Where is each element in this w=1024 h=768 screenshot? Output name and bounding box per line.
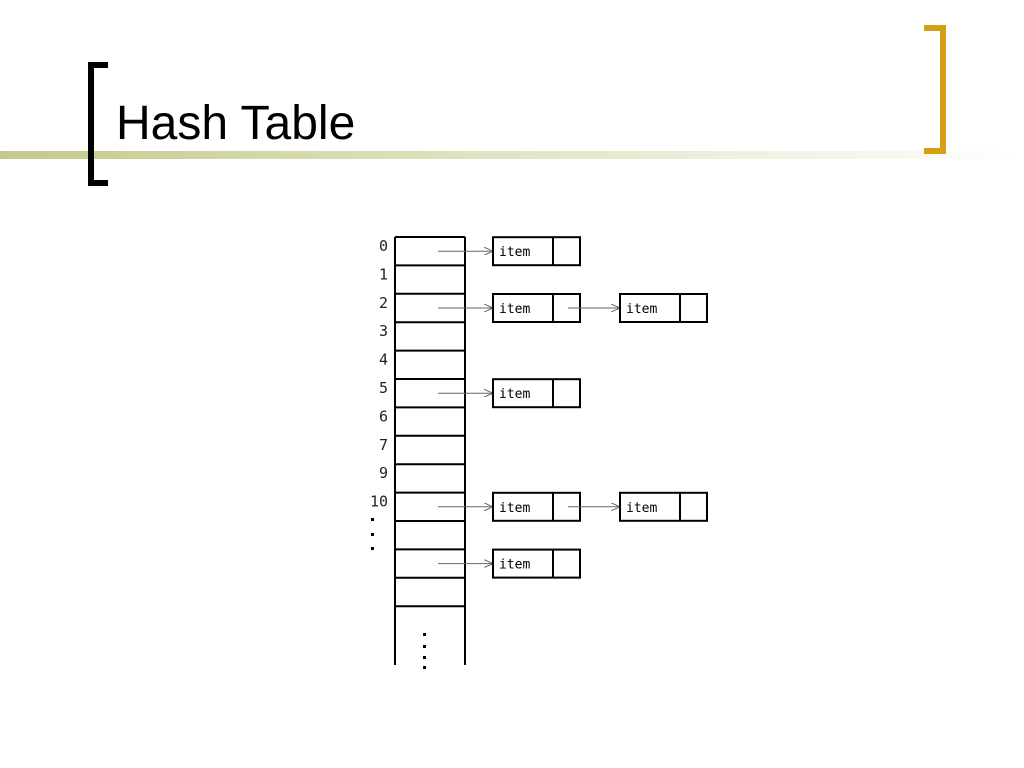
index-label: 10 bbox=[370, 493, 388, 511]
node-label: item bbox=[499, 558, 530, 573]
array-dot bbox=[423, 645, 426, 648]
node-label: item bbox=[626, 501, 657, 516]
index-dot bbox=[371, 547, 374, 550]
index-label: 7 bbox=[379, 436, 388, 454]
bucket-array bbox=[394, 236, 466, 665]
node-label: item bbox=[499, 302, 530, 317]
list-node bbox=[492, 236, 581, 267]
list-node bbox=[619, 293, 708, 323]
index-labels: 0 1 2 3 4 5 6 7 9 10 bbox=[370, 237, 388, 511]
index-dot bbox=[371, 518, 374, 521]
index-dot bbox=[371, 533, 374, 536]
index-label: 1 bbox=[379, 265, 388, 283]
slide-title: Hash Table bbox=[116, 97, 356, 150]
list-node bbox=[619, 491, 708, 522]
left-bracket-decoration bbox=[88, 62, 108, 186]
index-label: 4 bbox=[379, 351, 388, 369]
index-label: 6 bbox=[379, 407, 388, 425]
index-label: 9 bbox=[379, 464, 388, 482]
continuation-dots bbox=[371, 518, 426, 669]
title-underline-bar bbox=[0, 151, 1024, 159]
node-label: item bbox=[499, 245, 530, 260]
array-dot bbox=[423, 633, 426, 636]
array-dot bbox=[423, 656, 426, 659]
hash-table-diagram: 0 1 2 3 4 5 6 7 9 10 item item item item item item item bbox=[350, 225, 730, 675]
list-node bbox=[492, 378, 581, 409]
index-label: 2 bbox=[379, 294, 388, 312]
hash-table-svg: 0 1 2 3 4 5 6 7 9 10 item item item item item item item bbox=[370, 236, 708, 669]
index-label: 5 bbox=[379, 379, 388, 397]
index-label: 3 bbox=[379, 322, 388, 340]
node-label: item bbox=[499, 501, 530, 516]
node-label: item bbox=[499, 387, 530, 402]
right-bracket-decoration bbox=[924, 25, 946, 154]
list-node bbox=[492, 293, 581, 323]
index-label: 0 bbox=[379, 237, 388, 255]
array-dot bbox=[423, 666, 426, 669]
chains: item item item item item item item bbox=[438, 236, 708, 579]
list-node bbox=[492, 548, 581, 579]
node-label: item bbox=[626, 302, 657, 317]
